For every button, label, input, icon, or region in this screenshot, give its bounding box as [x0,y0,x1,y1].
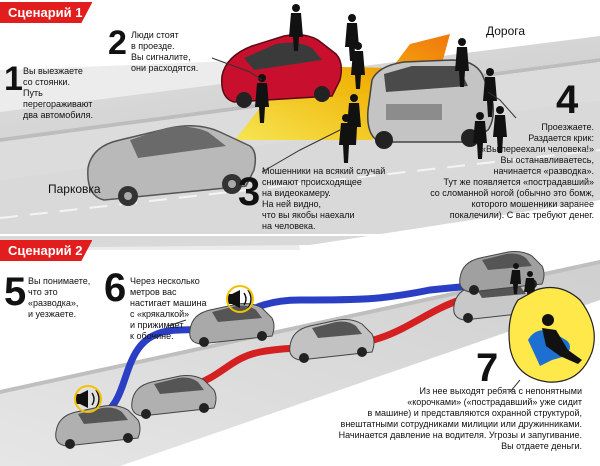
person-icons-2 [510,263,535,302]
car-icon-s2-4 [289,319,375,363]
step-number-7: 7 [476,346,499,390]
lane-marking [0,149,600,219]
victim-bubble-icon [508,287,595,383]
person-icon [339,114,353,163]
callout-lines-1 [211,57,517,173]
step-text-3: Мошенники на всякий случай снимают проис… [262,166,386,231]
person-icon [351,42,365,89]
step-number-4: 4 [556,78,579,122]
person-icon [345,14,359,61]
person-icon [473,112,487,159]
person-icon [510,263,521,294]
siren-icon [74,385,102,413]
person-icon [483,68,497,117]
callout-lines-2 [167,319,521,393]
step-number-1: 1 [4,60,23,98]
car-icon-s2-3 [189,303,275,347]
step-number-3: 3 [238,170,261,214]
scenario1-badge: Сценарий 1 [0,2,93,23]
siren-icon [226,285,254,313]
person-icon [347,94,361,145]
car-icon-s2-6 [459,251,545,295]
person-icons-1 [255,4,507,163]
parking-label: Парковка [48,182,101,196]
step-text-4: Проезжаете. Раздается крик: «Вы переехал… [430,122,594,220]
car-icon-red [221,33,343,108]
person-icon [524,271,535,302]
car-icon-s2-2 [131,375,217,419]
person-icon [493,106,507,153]
road-label: Дорога [486,24,526,38]
road-scenario2-edge [0,260,600,394]
step-number-5: 5 [4,270,27,314]
scenario2-badge: Сценарий 2 [0,240,93,261]
car-icon-own [87,125,257,206]
step-text-6: Через несколько метров вас настигает маш… [130,276,207,341]
route-arrow [235,34,450,140]
step-text-7: Из нее выходят ребята с непонятными «кор… [338,386,582,451]
person-icon [289,4,303,51]
step-text-1: Вы выезжаете со стоянки. Путь перегоражи… [23,66,94,120]
person-icon [455,38,469,87]
step-text-5: Вы понимаете, что это «разводка», и уезж… [28,276,91,319]
person-icon [255,74,269,123]
step-text-2: Люди стоят в проезде. Вы сигналите, они … [131,30,199,73]
step-number-6: 6 [104,266,127,310]
step-number-2: 2 [108,24,127,62]
